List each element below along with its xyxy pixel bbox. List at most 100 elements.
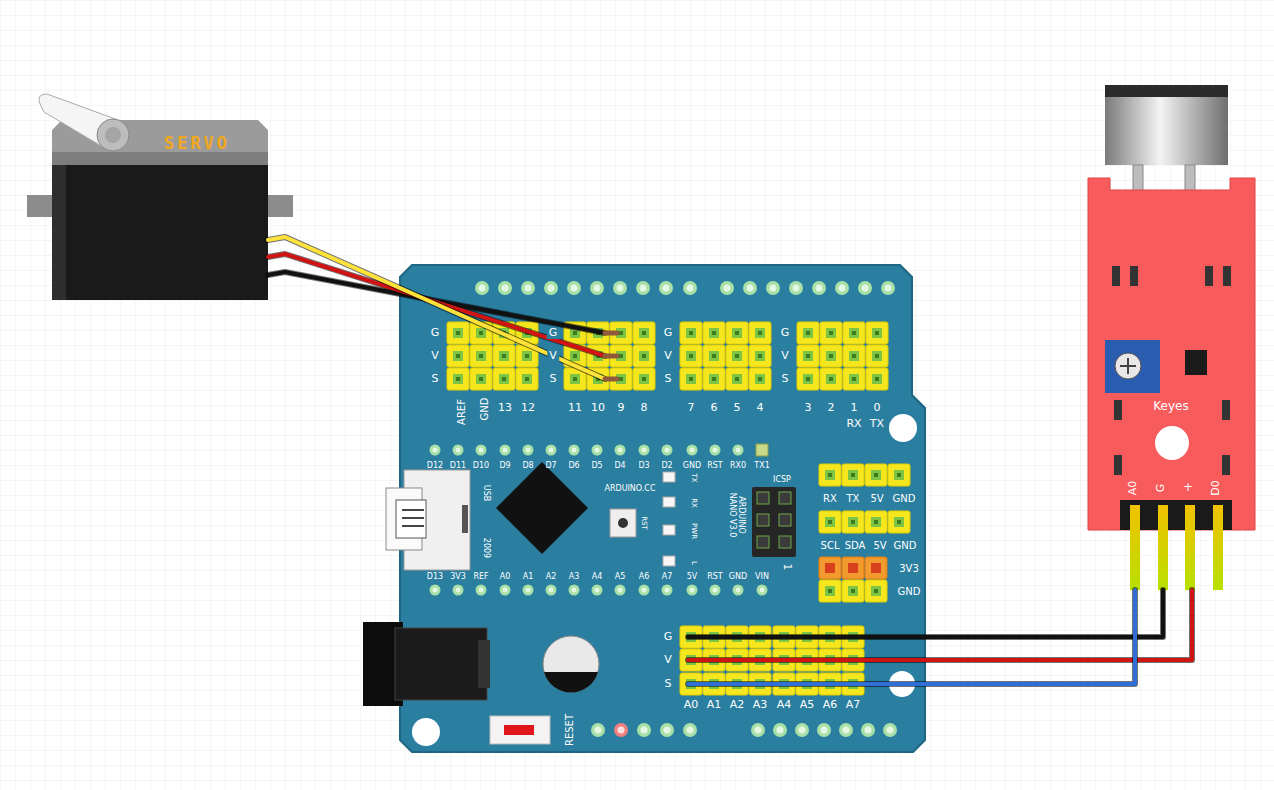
reset-button (618, 518, 628, 528)
pin-header (865, 580, 887, 602)
mounting-hole (412, 718, 440, 746)
pin-label: + (1183, 481, 1193, 494)
pin-label: V (664, 654, 672, 666)
pin-label: A0 (1127, 481, 1139, 496)
pin-label: 5V (687, 573, 698, 582)
pin-label: 13 (498, 402, 512, 414)
nano-pins (662, 445, 673, 456)
wire-outline (688, 590, 1163, 637)
pin-label: A3 (569, 573, 580, 582)
header-hole (636, 281, 650, 295)
pin-label: D0 (1210, 480, 1222, 495)
pin-label: A2 (730, 699, 745, 711)
sound-sensor-module (1115, 353, 1141, 379)
nano-pins (569, 585, 580, 596)
servo-motor (97, 119, 129, 151)
capacitor (544, 672, 598, 693)
reset-switch (490, 716, 550, 744)
sound-sensor-module (1105, 85, 1228, 165)
pin-header (564, 322, 655, 390)
pin-label: A5 (800, 699, 815, 711)
header-hole (773, 723, 787, 737)
pin-label: D3 (638, 462, 649, 471)
pin-label: A1 (523, 573, 534, 582)
header-hole (521, 281, 535, 295)
power-jack (478, 640, 490, 688)
usb-connector (402, 510, 424, 526)
icsp-header (752, 487, 796, 557)
pin-label: USB (482, 485, 491, 501)
nano-pins (687, 445, 698, 456)
nano-pins (500, 445, 511, 456)
sound-sensor-module (1185, 350, 1207, 375)
sound-sensor-module (1088, 178, 1255, 530)
pin-label: G (1155, 484, 1167, 493)
pin-label: 2 (828, 402, 835, 414)
reset-switch (490, 716, 550, 744)
nano-pins (592, 445, 603, 456)
pin-label: D11 (450, 462, 466, 471)
pin-label: D9 (499, 462, 510, 471)
pin-label: G (431, 327, 440, 339)
wire (688, 590, 1192, 660)
pin-label: REF (473, 573, 488, 582)
nano-pins (569, 445, 580, 456)
pin-label: A0 (500, 573, 511, 582)
servo-motor: SERVO (27, 95, 268, 300)
pin-header (680, 322, 771, 390)
expansion-shield: RESETARDUINO.CCARDUINO NANO V3.0 (400, 265, 925, 752)
pin-label: 6 (711, 402, 718, 414)
pin-label: TX (847, 493, 860, 504)
wire-tip (605, 377, 617, 382)
capacitor (543, 636, 599, 693)
wire-outline (688, 590, 1192, 660)
pin-label: D10 (473, 462, 489, 471)
icsp-header (757, 514, 769, 526)
pin-label: S (665, 678, 672, 690)
sound-sensor-module (1185, 505, 1195, 590)
sound-sensor-module: Keyes (1088, 80, 1255, 590)
pin-label: RST (707, 462, 723, 471)
pin-label: A7 (662, 573, 673, 582)
usb-connector (462, 505, 468, 533)
pin-label: 8 (641, 402, 648, 414)
sound-sensor-module (1114, 455, 1122, 475)
led (663, 497, 675, 507)
pin-header (819, 511, 910, 533)
wire (268, 237, 605, 379)
sound-sensor-module (1114, 400, 1122, 420)
sound-sensor-module (1130, 505, 1140, 590)
header-hole (498, 281, 512, 295)
header-hole (812, 281, 826, 295)
header-hole (835, 281, 849, 295)
pin-label: D8 (522, 462, 533, 471)
pin-label: RX (846, 418, 861, 430)
pin-label: GND (479, 398, 490, 421)
pin-label: SCL (821, 540, 840, 551)
pin-label: SDA (845, 540, 866, 551)
pin-label: V (431, 350, 439, 362)
sound-sensor-module (1105, 85, 1228, 97)
header-hole (883, 723, 897, 737)
pin-header (797, 322, 888, 390)
header-hole (881, 281, 895, 295)
nano-pins (733, 585, 744, 596)
pin-label: S (432, 373, 439, 385)
pin-label: AREF (456, 399, 467, 425)
led (663, 525, 675, 535)
pin-label: A6 (823, 699, 838, 711)
nano-pins (523, 445, 534, 456)
nano-pins (639, 445, 650, 456)
usb-connector (386, 470, 470, 570)
mounting-hole (412, 414, 917, 746)
sound-sensor-module (1222, 455, 1230, 475)
nano-pins (662, 585, 673, 596)
pin-label: G (664, 327, 673, 339)
reset-button (610, 509, 636, 537)
pin-label: 1 (782, 564, 793, 570)
node-text: RESET (564, 714, 575, 746)
servo-motor (27, 94, 293, 300)
sound-sensor-module (1088, 85, 1255, 590)
